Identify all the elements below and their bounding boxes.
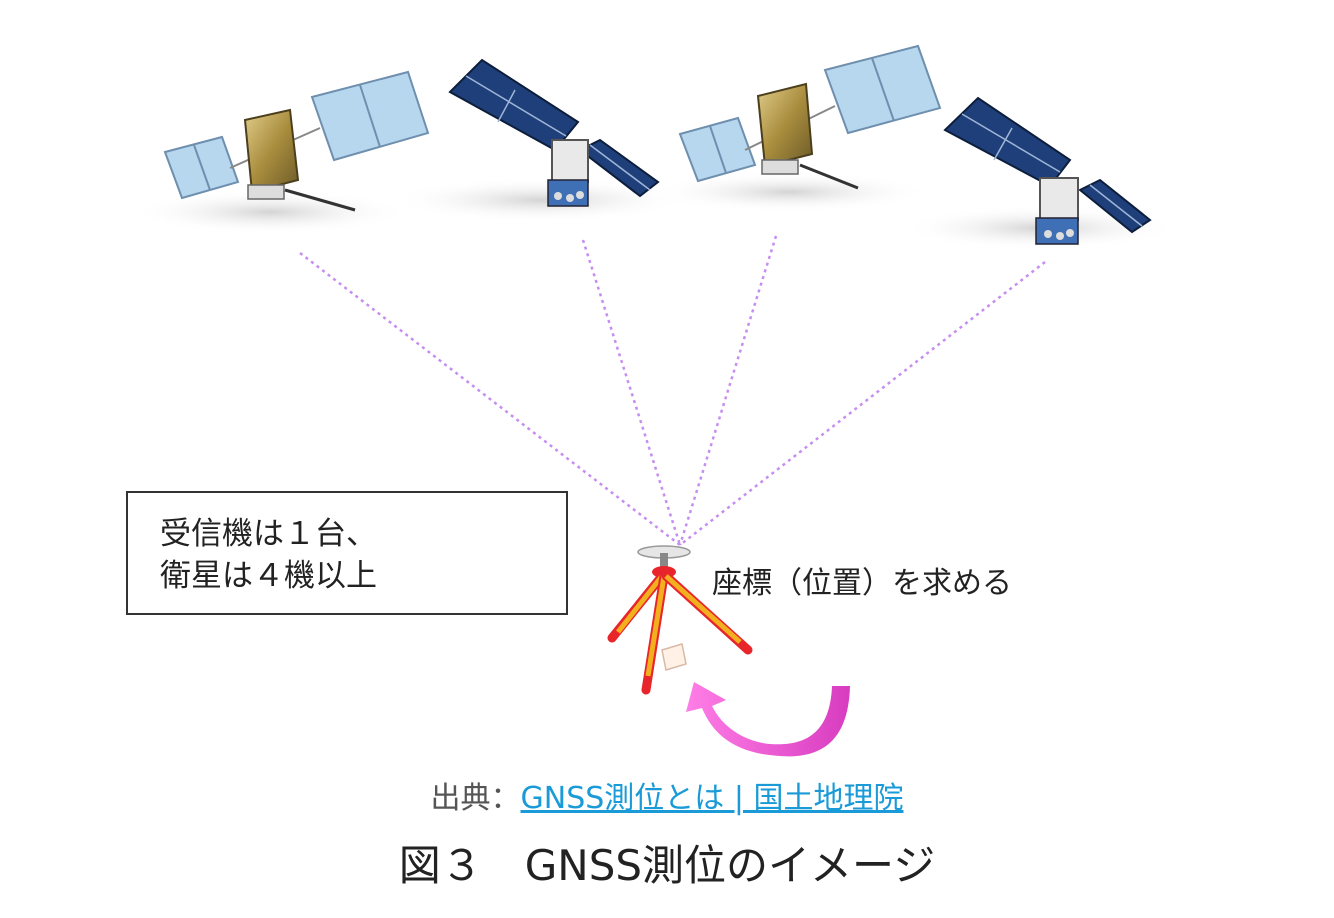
source-prefix: 出典：: [430, 781, 521, 816]
result-label: 座標（位置）を求める: [712, 566, 1012, 601]
tripod-receiver-icon: [607, 545, 753, 695]
satellite-icon: [390, 58, 690, 222]
satellite-icon: [650, 44, 942, 212]
note-line-1: 受信機は１台、: [160, 516, 377, 552]
signal-line-1: [299, 252, 681, 546]
note-line-2: 衛星は４機以上: [160, 558, 377, 594]
signal-line-4: [679, 261, 1046, 546]
source-link[interactable]: GNSS測位とは | 国土地理院: [520, 781, 904, 816]
satellite-icon: [900, 96, 1180, 250]
figure-caption: 図３ GNSS測位のイメージ: [398, 841, 936, 890]
satellite-icon: [130, 70, 430, 234]
curved-arrow-icon: [686, 682, 850, 757]
signal-line-3: [678, 235, 778, 546]
note-box: 受信機は１台、 衛星は４機以上: [126, 491, 568, 615]
source-line: 出典：GNSS測位とは | 国土地理院: [0, 773, 1334, 817]
signal-line-2: [581, 239, 682, 546]
signal-lines: [299, 235, 1046, 546]
